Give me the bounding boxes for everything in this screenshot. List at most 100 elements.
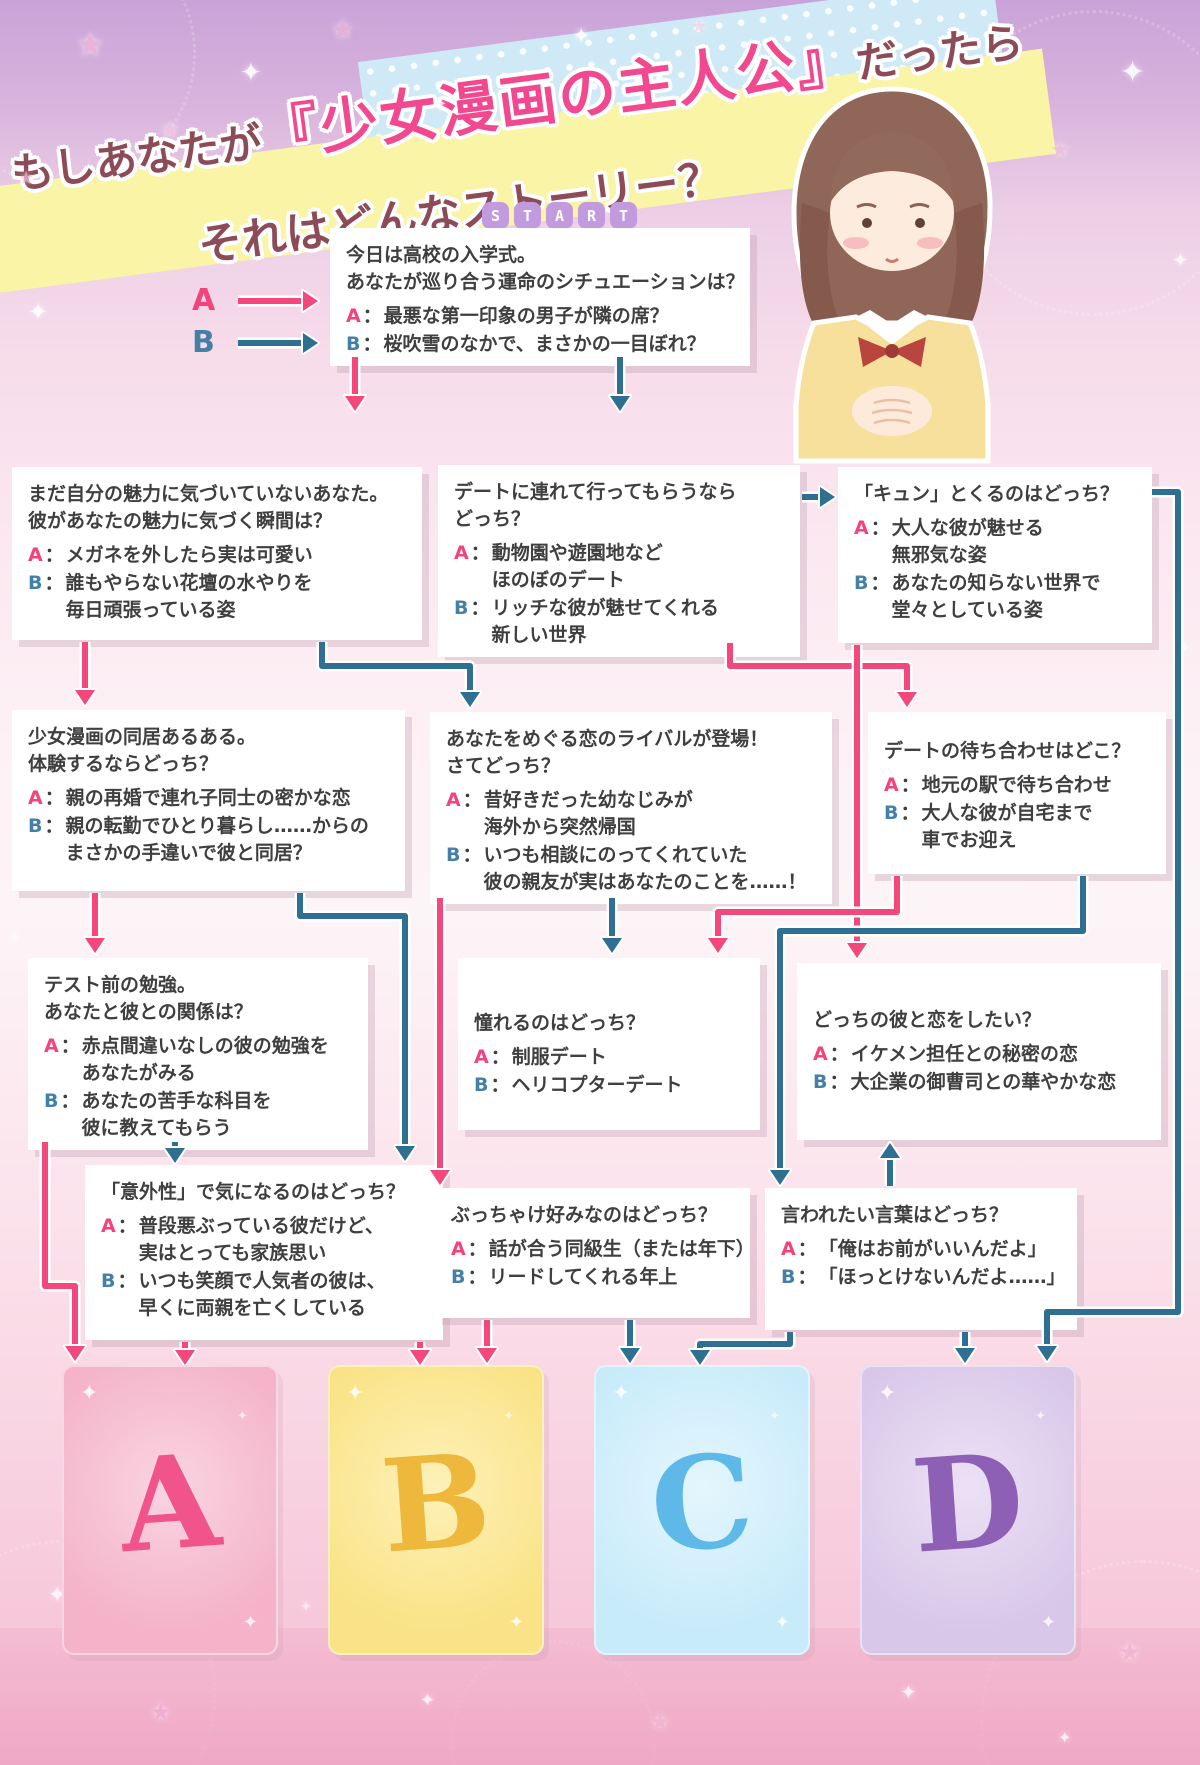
arrowhead-icon	[73, 688, 97, 707]
sparkle-icon: ★	[75, 25, 106, 65]
sparkle-icon: ✦	[1058, 1728, 1072, 1747]
option-label-a: A	[28, 544, 43, 566]
option-colon: ：	[490, 1046, 510, 1068]
question-box-rival: あなたをめぐる恋のライバルが登場！さてどっち？ A：昔好きだった幼なじみが海外から…	[430, 712, 832, 904]
sparkle-icon: ★	[650, 1710, 670, 1735]
option-a: A：イケメン担任との秘密の恋	[813, 1041, 1151, 1068]
option-a: A：メガネを外したら実は可愛い	[28, 542, 412, 569]
sparkle-icon: ✦	[612, 1381, 631, 1406]
arrowhead-icon	[818, 485, 837, 509]
legend-b-label: B	[192, 325, 215, 360]
question-text: 少女漫画の同居あるある。体験するならどっち？	[28, 726, 257, 775]
option-text-a: 親の再婚で連れ子同士の密かな恋	[65, 787, 351, 809]
sparkle-icon: ✦	[8, 928, 22, 947]
option-text-a: 地元の駅で待ち合わせ	[921, 774, 1112, 796]
option-text-b: いつも笑顔で人気者の彼は、早くに両親を亡くしている	[138, 1270, 386, 1319]
option-colon: ：	[797, 1266, 817, 1288]
flow-arrow-exam-a-to-card-a	[39, 1142, 87, 1363]
option-a: A：最悪な第一印象の男子が隣の席？	[346, 303, 740, 330]
flow-arrow-kyun-a-to-which-love	[845, 645, 869, 960]
flow-arrow-gap-a-to-card-a	[173, 1342, 197, 1367]
question-text: あなたをめぐる恋のライバルが登場！さてどっち？	[446, 728, 769, 777]
option-colon: ：	[117, 1270, 137, 1292]
flow-arrow-preference-b-to-card-c	[618, 1320, 642, 1365]
option-text-b: 大人な彼が自宅まで車でお迎え	[921, 802, 1093, 851]
option-b: B：「ほっとけないんだよ……」	[781, 1264, 1067, 1291]
sparkle-icon: ★	[1118, 1638, 1142, 1668]
sparkle-icon: ✦	[242, 1612, 258, 1633]
option-b: B：いつも相談にのってくれていた彼の親友が実はあなたのことを……！	[446, 842, 822, 896]
option-b: B：大人な彼が自宅まで車でお迎え	[884, 800, 1156, 854]
sparkle-icon: ✦	[300, 1599, 312, 1615]
flow-arrow-legend-b	[238, 331, 320, 355]
flow-arrow-preference-a-to-card-b	[475, 1320, 499, 1365]
option-a: A：大人な彼が魅せる無邪気な姿	[854, 515, 1142, 569]
sparkle-icon: ✦	[774, 1612, 790, 1633]
question-text: 「意外性」で気になるのはどっち？	[101, 1181, 406, 1203]
question-box-exam: テスト前の勉強。あなたと彼との関係は？A：赤点間違いなしの彼の勉強をあなたがみる…	[28, 958, 368, 1150]
sparkle-icon: ✦	[1172, 248, 1189, 272]
result-card-b: B✦✦✦	[328, 1365, 544, 1655]
result-card-d: D✦✦✦	[860, 1365, 1076, 1655]
option-b: B：リッチな彼が魅せてくれる新しい世界	[454, 595, 790, 649]
option-colon: ：	[870, 517, 890, 539]
option-b: B：大企業の御曹司との華やかな恋	[813, 1069, 1151, 1096]
shoujo-heroine-illustration	[791, 86, 993, 464]
option-text-a: 「俺はお前がいいんだよ」	[818, 1238, 1047, 1260]
option-label-b: B	[101, 1270, 116, 1292]
flow-arrow-date-b-to-kyun	[802, 485, 837, 509]
option-colon: ：	[117, 1215, 137, 1237]
question-text: デートの待ち合わせはどこ？	[884, 740, 1131, 762]
start-letter-tile: A	[546, 202, 573, 229]
option-a: A：「俺はお前がいいんだよ」	[781, 1236, 1067, 1263]
flow-arrow-rival-b-to-admire	[600, 898, 624, 955]
flow-arrow-cohabit-a-to-exam	[83, 893, 107, 955]
option-label-b: B	[451, 1266, 466, 1288]
option-colon: ：	[829, 1071, 849, 1093]
option-a: A：制服デート	[474, 1044, 750, 1071]
option-label-b: B	[44, 1090, 59, 1112]
option-text-b: リッチな彼が魅せてくれる新しい世界	[491, 597, 719, 646]
option-label-b: B	[28, 815, 43, 837]
question-box-preference: ぶっちゃけ好みなのはどっち？A：話が合う同級生（または年下）B：リードしてくれる…	[435, 1188, 755, 1318]
option-a: A：親の再婚で連れ子同士の密かな恋	[28, 785, 395, 812]
option-colon: ：	[44, 815, 64, 837]
option-label-a: A	[884, 774, 899, 796]
sparkle-icon: ✦	[48, 1583, 67, 1608]
option-label-a: A	[44, 1035, 59, 1057]
option-text-b: 親の転勤でひとり暮らし……からのまさかの手違いで彼と同居？	[65, 815, 369, 864]
option-text-b: リードしてくれる年上	[488, 1266, 678, 1288]
question-text: 言われたい言葉はどっち？	[781, 1204, 1009, 1226]
sparkle-icon: ✦	[432, 94, 448, 115]
option-a: A：昔好きだった幼なじみが海外から突然帰国	[446, 787, 822, 841]
arrowhead-icon	[768, 1168, 792, 1187]
flow-arrow-charm-a-to-cohabit	[73, 642, 97, 707]
sparkle-icon: ✦	[1120, 55, 1146, 90]
sparkle-icon: ★	[1050, 138, 1070, 163]
option-label-b: B	[854, 572, 869, 594]
question-box-charm: まだ自分の魅力に気づいていないあなた。彼があなたの魅力に気づく瞬間は？A：メガネ…	[12, 467, 422, 640]
option-colon: ：	[490, 1074, 510, 1096]
question-text: ぶっちゃけ好みなのはどっち？	[451, 1204, 718, 1226]
option-a: A：動物園や遊園地などほのぼのデート	[454, 540, 790, 594]
option-text-b: あなたの知らない世界で堂々としている姿	[891, 572, 1101, 621]
option-label-b: B	[884, 802, 899, 824]
arrowhead-icon	[600, 936, 624, 955]
option-b: B：誰もやらない花壇の水やりを毎日頑張っている姿	[28, 570, 412, 624]
option-text-a: 最悪な第一印象の男子が隣の席？	[383, 305, 669, 327]
option-label-a: A	[813, 1043, 828, 1065]
sparkle-icon: ✦	[80, 1381, 99, 1406]
option-colon: ：	[60, 1035, 80, 1057]
option-label-a: A	[781, 1238, 796, 1260]
option-a: A：赤点間違いなしの彼の勉強をあなたがみる	[44, 1033, 358, 1087]
sparkle-icon: ✦	[28, 298, 49, 326]
option-b: B：桜吹雪のなかで、まさかの一目ぼれ？	[346, 331, 740, 358]
option-text-b: ヘリコプターデート	[511, 1074, 683, 1096]
result-letter: A	[115, 1425, 225, 1583]
arrowhead-icon	[393, 1144, 417, 1163]
option-text-b: あなたの苦手な科目を彼に教えてもらう	[81, 1090, 272, 1139]
option-colon: ：	[467, 1238, 487, 1260]
